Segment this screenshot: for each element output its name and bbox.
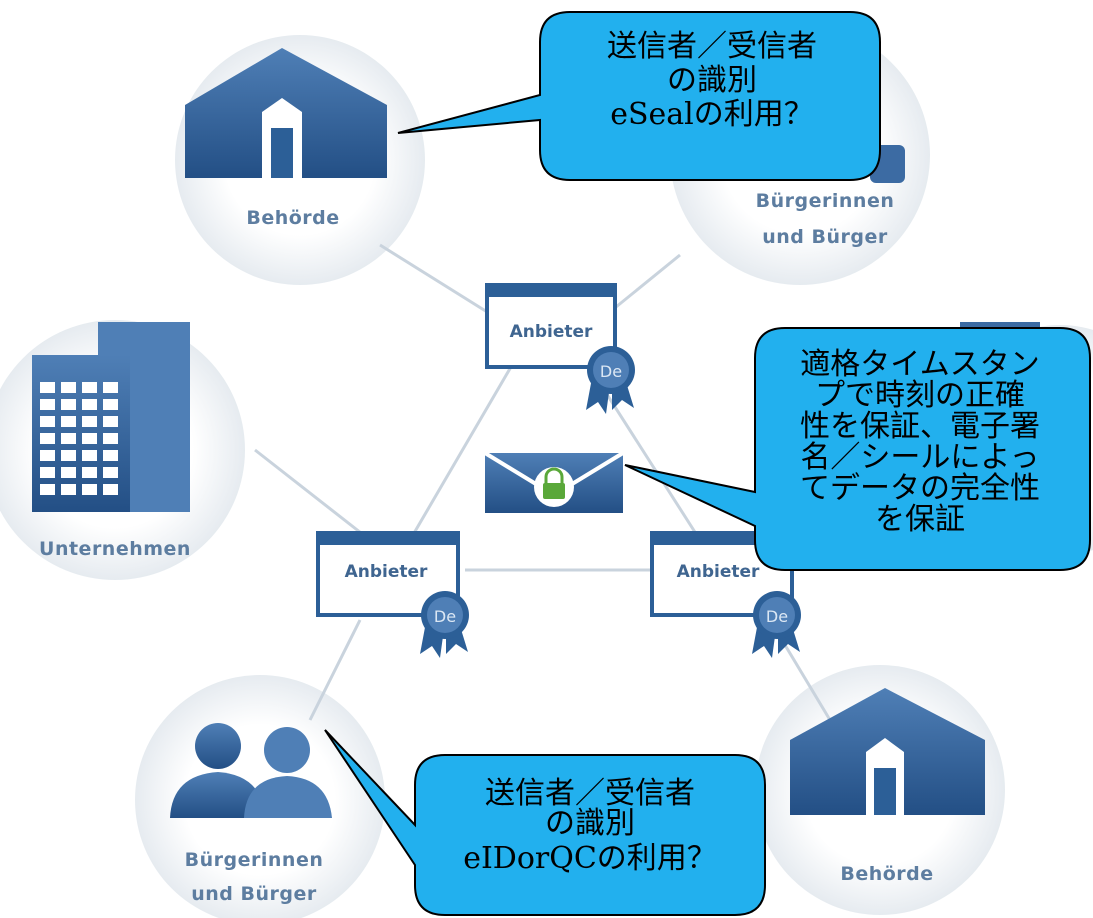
callout-top-line3: eSealの利用？ (610, 97, 814, 132)
building-window (40, 433, 55, 444)
building-window (61, 416, 76, 427)
provider-box-top: Anbieter De (485, 283, 635, 414)
citizens-top-label-line1: Bürgerinnen (756, 190, 895, 212)
building-window (103, 382, 118, 393)
building-window (103, 416, 118, 427)
building-windows (40, 382, 118, 495)
authority-bottom-icon (790, 688, 985, 815)
building-window (82, 433, 97, 444)
seal-badge-icon: De (420, 591, 469, 658)
building-window (40, 450, 55, 461)
building-window (82, 416, 97, 427)
building-window (61, 433, 76, 444)
building-window (82, 484, 97, 495)
callout-right-line1: 適格タイムスタン (800, 347, 1039, 382)
citizens-bottom-label-line2: und Bürger (191, 883, 317, 905)
callout-right-line3: 性を保証、電子署 (800, 409, 1040, 444)
building-window (40, 467, 55, 478)
building-window (103, 450, 118, 461)
citizens-top-label-line2: und Bürger (762, 226, 888, 248)
building-window (61, 399, 76, 410)
seal-text: De (600, 362, 622, 381)
building-window (40, 399, 55, 410)
building-window (82, 382, 97, 393)
authority-top-icon (185, 48, 387, 178)
building-window (61, 484, 76, 495)
secure-envelope-icon (483, 451, 625, 513)
companies-label: Unternehmen (39, 538, 191, 560)
seal-text: De (766, 607, 788, 626)
citizens-people-icon (170, 723, 332, 818)
callout-top-line1: 送信者／受信者 (607, 29, 817, 64)
building-window (40, 416, 55, 427)
callout-bottom-line2: の識別 (545, 806, 635, 841)
callout-bottom-line3: eIDorQCの利用？ (463, 841, 717, 876)
building-window (61, 450, 76, 461)
callout-right: 適格タイムスタン プで時刻の正確 性を保証、電子署 名／シールによっ てデータの… (624, 327, 1091, 571)
seal-badge-icon: De (586, 346, 635, 414)
building-window (103, 484, 118, 495)
provider-right-label: Anbieter (677, 562, 760, 582)
callout-bottom: 送信者／受信者 の識別 eIDorQCの利用？ (324, 729, 766, 916)
callout-right-line6: を保証 (875, 502, 965, 537)
provider-box-left: Anbieter De (316, 531, 469, 658)
callout-right-line4: 名／シールによっ (800, 440, 1039, 475)
building-window (40, 484, 55, 495)
callout-top-line2: の識別 (667, 63, 757, 98)
building-window (103, 433, 118, 444)
authority-bottom-label: Behörde (840, 863, 933, 885)
building-window (82, 399, 97, 410)
callout-bottom-line1: 送信者／受信者 (485, 776, 695, 811)
building-window (82, 450, 97, 461)
citizens-bottom-label-line1: Bürgerinnen (185, 849, 324, 871)
callout-right-line2: プで時刻の正確 (815, 378, 1025, 413)
provider-top-label: Anbieter (510, 322, 593, 342)
seal-badge-icon: De (752, 591, 801, 658)
callout-top: 送信者／受信者 の識別 eSealの利用？ (397, 11, 881, 181)
building-window (61, 382, 76, 393)
building-window (82, 467, 97, 478)
building-window (103, 467, 118, 478)
building-window (103, 399, 118, 410)
callout-right-line5: てデータの完全性 (800, 471, 1040, 506)
provider-left-label: Anbieter (345, 562, 428, 582)
seal-text: De (434, 607, 456, 626)
lock-icon (543, 467, 565, 499)
building-window (40, 382, 55, 393)
building-window (61, 467, 76, 478)
authority-top-label: Behörde (246, 207, 339, 229)
